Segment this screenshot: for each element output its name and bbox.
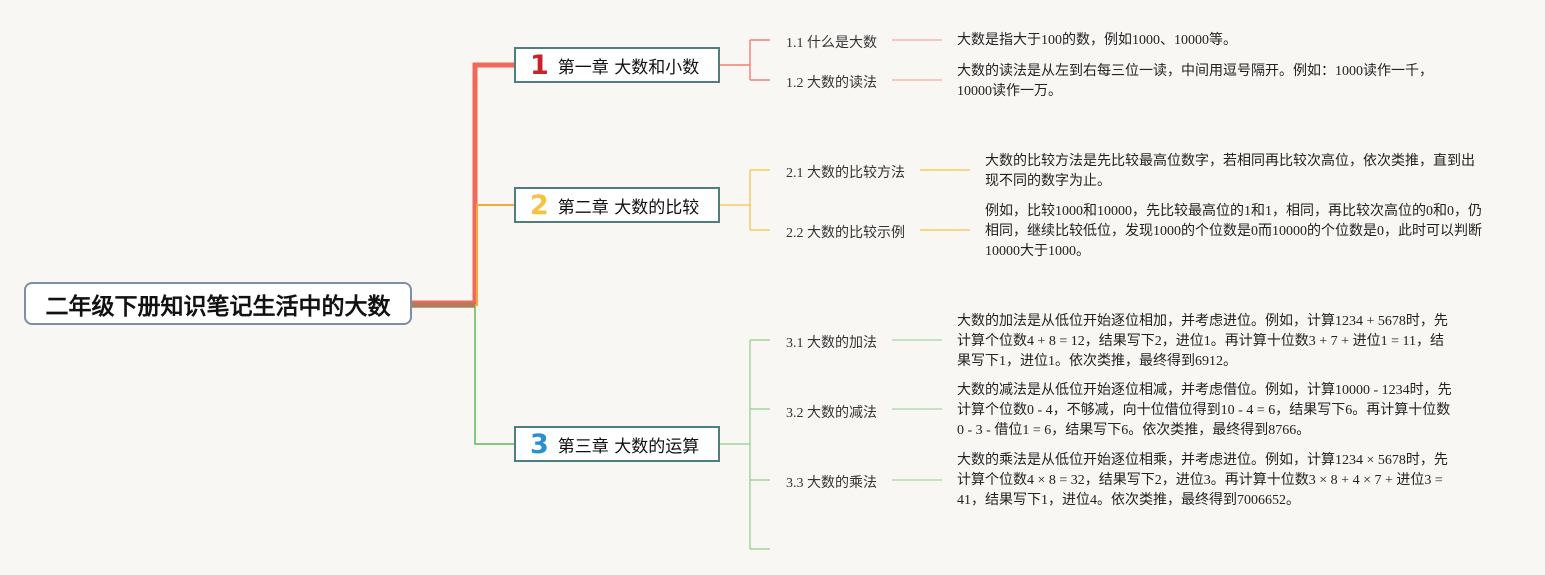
sub-2-1-desc: 大数的比较方法是先比较最高位数字，若相同再比较次高位，依次类推，直到出现不同的数… bbox=[985, 154, 1475, 189]
sub-1-1-label[interactable]: 1.1 什么是大数 bbox=[786, 36, 877, 51]
sub-2-2-desc: 例如，比较1000和10000，先比较最高位的1和1，相同，再比较次高位的0和0… bbox=[985, 204, 1482, 259]
sub-3-3-label[interactable]: 3.3 大数的乘法 bbox=[786, 476, 877, 491]
sub-3-2-label[interactable]: 3.2 大数的减法 bbox=[786, 406, 877, 421]
sub-1-2-label[interactable]: 1.2 大数的读法 bbox=[786, 76, 877, 91]
sub-3-3-desc: 大数的乘法是从低位开始逐位相乘，并考虑进位。例如，计算1234 × 5678时，… bbox=[957, 453, 1448, 508]
sub-3-1-label[interactable]: 3.1 大数的加法 bbox=[786, 336, 877, 351]
connector-ch2-bracket bbox=[720, 169, 770, 231]
sub-3-1-desc: 大数的加法是从低位开始逐位相加，并考虑进位。例如，计算1234 + 5678时，… bbox=[957, 314, 1448, 369]
sub-2-2-label[interactable]: 2.2 大数的比较示例 bbox=[786, 226, 905, 241]
sub-3-2-desc: 大数的减法是从低位开始逐位相减，并考虑借位。例如，计算10000 - 1234时… bbox=[957, 383, 1452, 438]
chapter-2-node[interactable]: 2 第二章 大数的比较 bbox=[514, 187, 720, 223]
root-topic[interactable]: 二年级下册知识笔记生活中的大数 bbox=[24, 282, 412, 325]
sub-2-1-label[interactable]: 2.1 大数的比较方法 bbox=[786, 166, 905, 181]
chapter-3-node[interactable]: 3 第三章 大数的运算 bbox=[514, 426, 720, 462]
sub-1-2-desc: 大数的读法是从左到右每三位一读，中间用逗号隔开。例如：1000读作一千，1000… bbox=[957, 64, 1433, 99]
chapter-1-title: 第一章 大数和小数 bbox=[557, 57, 700, 78]
connector-root-ch3 bbox=[412, 306, 514, 445]
chapter-1-node[interactable]: 1 第一章 大数和小数 bbox=[514, 47, 720, 83]
connector-ch3-bracket bbox=[720, 339, 770, 550]
chapter-3-title: 第三章 大数的运算 bbox=[557, 436, 700, 457]
chapter-2-number: 2 bbox=[530, 189, 549, 221]
connector-ch1-bracket bbox=[720, 39, 770, 81]
connector-root-ch2 bbox=[412, 204, 514, 306]
chapter-1-number: 1 bbox=[530, 49, 549, 81]
chapter-3-number: 3 bbox=[530, 428, 549, 460]
connector-root-ch1 bbox=[412, 62, 514, 306]
sub-1-1-desc: 大数是指大于100的数，例如1000、10000等。 bbox=[957, 33, 1237, 48]
root-title: 二年级下册知识笔记生活中的大数 bbox=[45, 293, 391, 320]
chapter-2-title: 第二章 大数的比较 bbox=[557, 197, 700, 218]
